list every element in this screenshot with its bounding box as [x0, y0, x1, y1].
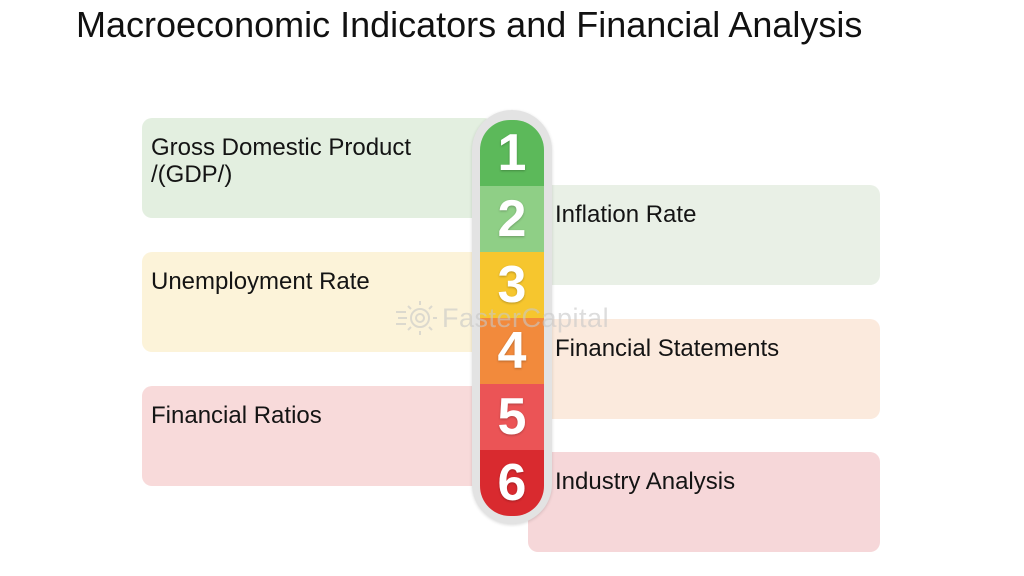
- watermark: FasterCapital: [396, 298, 609, 338]
- step-label-3: Unemployment Rate: [151, 268, 370, 295]
- step-label-5: Financial Ratios: [151, 402, 322, 429]
- step-card-6: Industry Analysis: [528, 452, 880, 552]
- step-badge-4: 4: [480, 318, 544, 384]
- step-card-3: Unemployment Rate: [142, 252, 494, 352]
- step-card-5: Financial Ratios: [142, 386, 494, 486]
- step-badge-3: 3: [480, 252, 544, 318]
- gear-icon: [396, 301, 437, 335]
- watermark-text: FasterCapital: [442, 302, 610, 333]
- step-badge-5: 5: [480, 384, 544, 450]
- step-label-1: Gross Domestic Product /(GDP/): [151, 134, 412, 188]
- step-badge-1: 1: [480, 120, 544, 186]
- step-card-1: Gross Domestic Product /(GDP/): [142, 118, 494, 218]
- step-label-2: Inflation Rate: [555, 201, 697, 228]
- step-label-6: Industry Analysis: [555, 468, 736, 495]
- step-label-4: Financial Statements: [555, 335, 780, 362]
- step-card-2: Inflation Rate: [528, 185, 880, 285]
- step-card-4: Financial Statements: [528, 319, 880, 419]
- step-badge-2: 2: [480, 186, 544, 252]
- page-title: Macroeconomic Indicators and Financial A…: [76, 4, 863, 45]
- step-badge-6: 6: [480, 450, 544, 516]
